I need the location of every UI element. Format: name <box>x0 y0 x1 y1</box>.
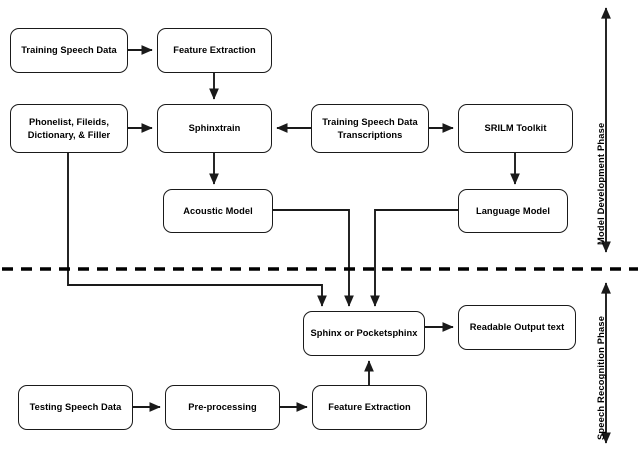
node-label: Testing Speech Data <box>29 402 122 413</box>
speech-recognition-phase-label: Speech Recognition Phase <box>596 315 606 440</box>
node-testing-speech-data: Testing Speech Data <box>18 385 133 430</box>
node-readable-output-text: Readable Output text <box>458 305 576 350</box>
node-language-model: Language Model <box>458 189 568 233</box>
node-label: Language Model <box>475 205 551 216</box>
node-label: SRILM Toolkit <box>484 123 547 134</box>
node-training-speech-data: Training Speech Data <box>10 28 128 73</box>
node-acoustic-model: Acoustic Model <box>163 189 273 233</box>
node-label: Training Speech Data Transcriptions <box>322 116 418 140</box>
node-label: Training Speech Data <box>21 45 117 56</box>
model-development-phase-label: Model Development Phase <box>596 122 606 245</box>
node-label: Pre-processing <box>188 402 257 413</box>
node-feature-extraction-test: Feature Extraction <box>312 385 427 430</box>
node-label: Feature Extraction <box>173 45 256 56</box>
edge-layer <box>67 45 520 412</box>
node-phonelist-fileids: Phonelist, Fileids, Dictionary, & Filler <box>10 104 128 153</box>
node-feature-extraction-train: Feature Extraction <box>157 28 272 73</box>
node-srilm-toolkit: SRILM Toolkit <box>458 104 573 153</box>
node-pre-processing: Pre-processing <box>165 385 280 430</box>
node-training-transcriptions: Training Speech Data Transcriptions <box>311 104 429 153</box>
edge-acoustic-to-sphinx <box>273 209 354 307</box>
node-sphinxtrain: Sphinxtrain <box>157 104 272 153</box>
edge-language-to-sphinx <box>370 209 458 307</box>
node-label: Sphinx or Pocketsphinx <box>310 328 418 339</box>
node-label: Readable Output text <box>469 322 565 333</box>
node-label: Acoustic Model <box>183 205 253 216</box>
edge-phonelist-to-sphinx <box>67 153 327 307</box>
node-label: Sphinxtrain <box>188 123 241 134</box>
node-sphinx-or-pocketsphinx: Sphinx or Pocketsphinx <box>303 311 425 356</box>
node-label: Phonelist, Fileids, Dictionary, & Filler <box>27 116 111 140</box>
node-label: Feature Extraction <box>328 402 411 413</box>
